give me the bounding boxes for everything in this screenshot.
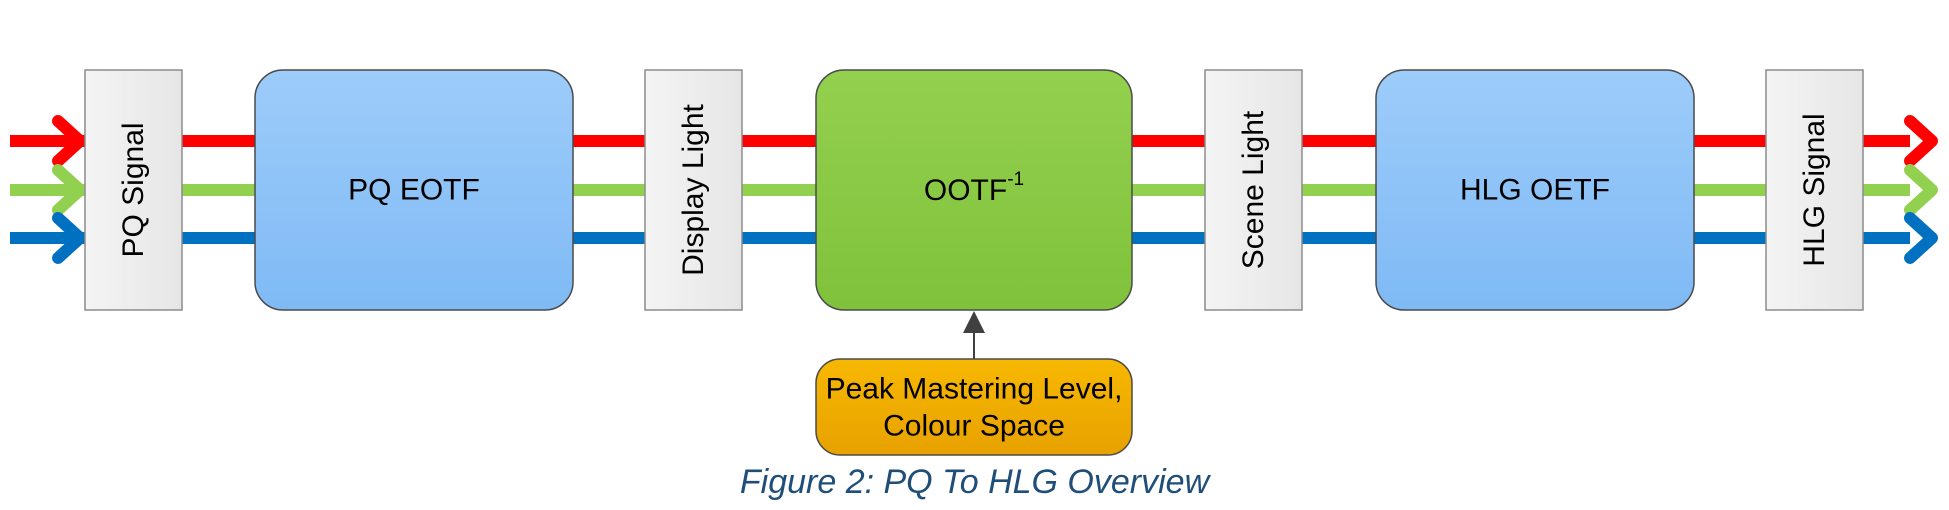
ootf-label: OOTF xyxy=(924,174,1007,207)
green-output-arrow-icon xyxy=(1904,164,1938,216)
display-light-label: Display Light xyxy=(677,103,710,275)
blue-input-arrow-icon xyxy=(52,212,86,264)
hlg-signal-label: HLG Signal xyxy=(1798,113,1831,266)
blue-output-arrow-icon xyxy=(1904,212,1938,264)
pq-signal-label: PQ Signal xyxy=(117,122,150,257)
parameter-arrow xyxy=(963,311,985,359)
display-light-box: Display Light xyxy=(644,69,743,311)
red-output-arrow-icon xyxy=(1904,115,1938,167)
parameter-label-line1: Peak Mastering Level, xyxy=(826,373,1123,406)
hlg-oetf-label: HLG OETF xyxy=(1460,174,1610,207)
parameter-label-line2: Colour Space xyxy=(883,410,1065,443)
hlg-oetf-block: HLG OETF xyxy=(1375,69,1695,311)
output-arrows xyxy=(1904,115,1938,264)
scene-light-label: Scene Light xyxy=(1237,110,1270,269)
ootf-inverse-label: OOTF-1 xyxy=(924,169,1024,207)
pq-signal-box: PQ Signal xyxy=(84,69,183,311)
ootf-inverse-block: OOTF-1 xyxy=(815,69,1133,311)
input-arrows xyxy=(52,115,86,264)
scene-light-box: Scene Light xyxy=(1204,69,1303,311)
green-input-arrow-icon xyxy=(52,164,86,216)
ootf-superscript: -1 xyxy=(1007,169,1024,190)
hlg-signal-box: HLG Signal xyxy=(1765,69,1864,311)
pq-eotf-label: PQ EOTF xyxy=(348,174,480,207)
parameter-block: Peak Mastering Level, Colour Space xyxy=(815,358,1133,456)
pq-eotf-block: PQ EOTF xyxy=(254,69,574,311)
red-input-arrow-icon xyxy=(52,115,86,167)
figure-caption: Figure 2: PQ To HLG Overview xyxy=(739,463,1210,501)
up-arrow-icon xyxy=(963,311,985,333)
